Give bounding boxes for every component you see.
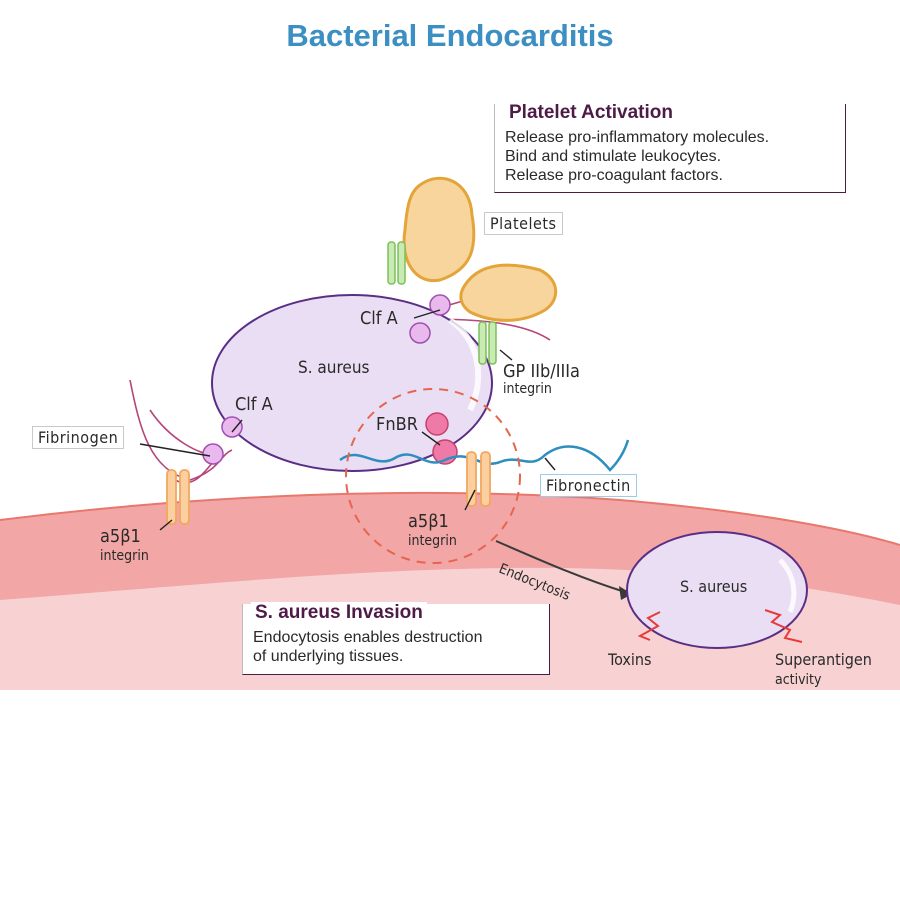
label-clfa-left: Clf A xyxy=(235,394,273,415)
platelet-activation-box: Platelet Activation Release pro-inflamma… xyxy=(494,102,846,193)
endocytosis-arrow xyxy=(495,540,626,593)
label-platelets: Platelets xyxy=(484,212,563,235)
toxin-zigzag-icon xyxy=(637,611,661,641)
platelet-small xyxy=(459,263,558,322)
platelet-large xyxy=(402,176,476,283)
platelet-activation-line-1: Release pro-inflammatory molecules. xyxy=(505,129,770,146)
gp-integrin-top xyxy=(387,241,406,285)
platelet-activation-line-2: Bind and stimulate leukocytes. xyxy=(505,148,722,165)
label-a5b1-left-1: a5β1 xyxy=(100,526,141,547)
label-gp-line2: integrin xyxy=(503,381,552,397)
label-fibronectin: Fibronectin xyxy=(540,474,637,497)
label-a5b1-left-2: integrin xyxy=(100,548,149,564)
endocytosis-arrowhead xyxy=(619,586,632,600)
a5b1-integrin-left xyxy=(166,469,190,525)
leader-lines xyxy=(139,309,556,531)
small-cell-highlight xyxy=(778,558,797,613)
dashed-zoom-circle xyxy=(345,388,521,564)
label-a5b1-mid-1: a5β1 xyxy=(408,511,449,532)
label-saureus-small: S. aureus xyxy=(680,577,747,596)
saureus-invasion-box: S. aureus Invasion Endocytosis enables d… xyxy=(242,602,550,675)
label-superantigen-2: activity xyxy=(775,672,822,688)
label-saureus-main: S. aureus xyxy=(298,358,370,378)
label-toxins: Toxins xyxy=(607,650,652,669)
gp-integrin-right xyxy=(478,321,497,365)
fibronectin-strand xyxy=(339,439,630,472)
platelet-activation-heading: Platelet Activation xyxy=(505,102,678,124)
a5b1-integrin-mid xyxy=(466,451,491,507)
tissue-dark-layer xyxy=(0,492,900,605)
clfa-receptors xyxy=(202,294,451,465)
label-clfa-top: Clf A xyxy=(360,308,398,329)
superantigen-zigzag-icon xyxy=(764,609,803,643)
saureus-invasion-line-2: of underlying tissues. xyxy=(253,648,404,665)
label-fnbr: FnBR xyxy=(376,414,418,435)
label-superantigen-1: Superantigen xyxy=(775,650,872,669)
label-fibrinogen: Fibrinogen xyxy=(32,426,125,449)
label-gp-line1: GP IIb/IIIa xyxy=(503,361,580,382)
saureus-invasion-heading: S. aureus Invasion xyxy=(251,602,427,624)
platelet-activation-line-3: Release pro-coagulant factors. xyxy=(505,167,723,184)
label-a5b1-mid-2: integrin xyxy=(408,533,457,549)
saureus-small-cell xyxy=(626,531,808,649)
page-title: Bacterial Endocarditis xyxy=(286,18,614,53)
saureus-invasion-line-1: Endocytosis enables destruction xyxy=(253,629,483,646)
